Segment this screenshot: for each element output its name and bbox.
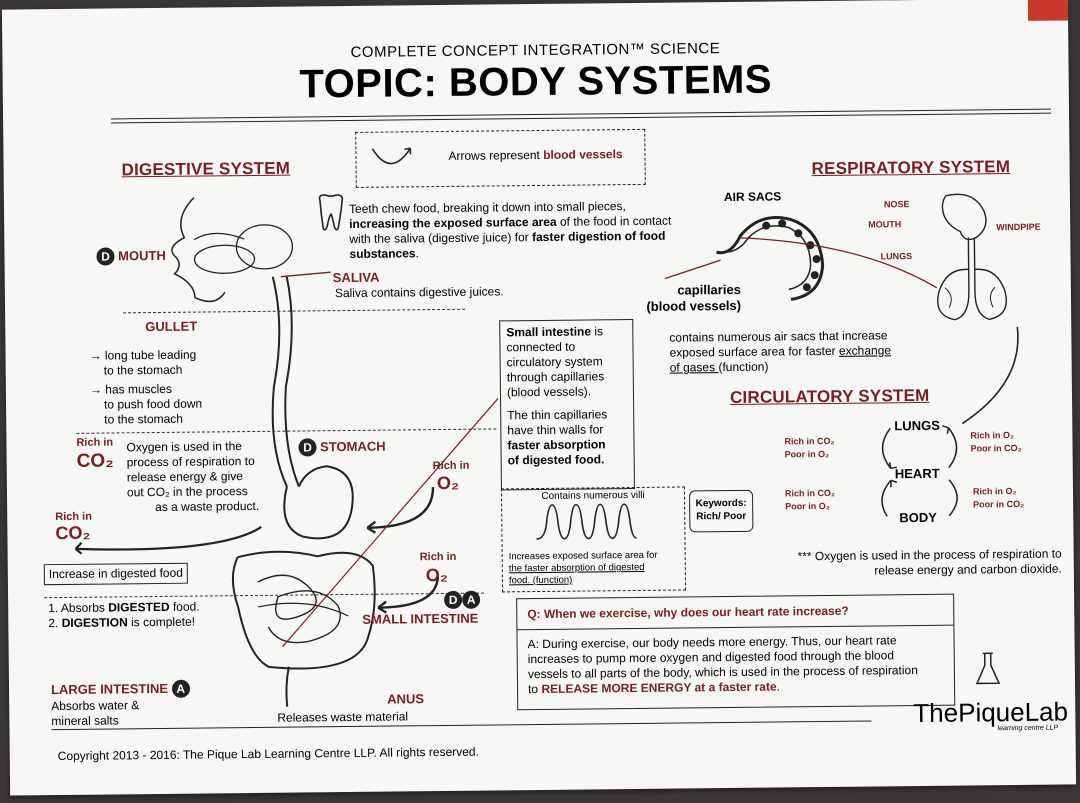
oxygen-note: *** Oxygen is used in the process of res… [797, 546, 1062, 578]
large-intestine-label: LARGE INTESTINE A [51, 679, 190, 699]
gullet-label: GULLET [145, 318, 198, 335]
qa-divider [517, 624, 954, 631]
mouth-label: D MOUTH [96, 247, 166, 266]
o2-arrow-2 [377, 576, 440, 614]
co2-arrow-2 [74, 525, 262, 555]
anus-text: Releases waste material [277, 709, 409, 725]
gullet-points: → long tube leading to the stomach → has… [89, 347, 203, 427]
copyright: Copyright 2013 - 2016: The Pique Lab Lea… [57, 744, 479, 764]
villi-title: Contains numerous villi [541, 489, 645, 502]
qa-box: Q: When we exercise, why does our heart … [516, 593, 956, 711]
qa-question: Q: When we exercise, why does our heart … [527, 603, 849, 622]
air-sacs-label: AIR SACS [723, 189, 782, 205]
respiratory-organs-drawing [937, 193, 1007, 321]
circ-right-bottom-text: Rich in O₂ Poor in CO₂ [972, 486, 1025, 510]
co2-label-1: CO₂ [76, 450, 114, 472]
digestive-system-drawing [171, 197, 376, 707]
capillaries-pointer [664, 259, 721, 280]
villi-text: Increases exposed surface area for the f… [508, 549, 658, 587]
oxygen-respiration-text: Oxygen is used in the process of respira… [126, 439, 260, 515]
respiratory-heading: RESPIRATORY SYSTEM [811, 157, 1011, 179]
small-intestine-absorbs: 1. Absorbs DIGESTED food. 2. DIGESTION i… [48, 599, 200, 631]
circ-left-top-text: Rich in CO₂ Poor in O₂ [784, 435, 835, 460]
tooth-icon [318, 194, 344, 231]
legend-text: Arrows represent blood vessels [448, 147, 623, 163]
villi-wave-icon [536, 503, 637, 540]
circ-left-bottom-text: Rich in CO₂ Poor in O₂ [784, 487, 836, 512]
brand-sub: learning centre LLP [997, 724, 1059, 733]
o2-arrow-1 [366, 487, 435, 534]
rich-in-co2-label-2: Rich in [55, 510, 92, 524]
circulation-arrows [881, 425, 958, 517]
air-sacs-description: contains numerous air sacs that increase… [669, 328, 892, 375]
increase-digested-food-box: Increase in digested food [43, 562, 189, 586]
nose-label: NOSE [883, 199, 910, 210]
red-tab [1027, 0, 1069, 21]
air-sac-drawing [716, 216, 825, 301]
flask-icon [975, 652, 1001, 685]
legend-box: Arrows represent blood vessels [355, 128, 646, 188]
qa-answer: A: During exercise, our body needs more … [527, 633, 918, 697]
teeth-description: Teeth chew food, breaking it down into s… [348, 199, 672, 261]
blood-vessel-arrow-icon [371, 147, 412, 165]
villi-box: Contains numerous villi Increases expose… [500, 486, 687, 593]
lungs-connector [740, 237, 938, 289]
digestive-heading: DIGESTIVE SYSTEM [121, 158, 291, 180]
saliva-label: SALIVA [332, 269, 380, 286]
saliva-text: Saliva contains digestive juices. [334, 284, 504, 301]
saliva-pointer [280, 271, 331, 278]
circulatory-connector [961, 326, 1019, 425]
windpipe-label: WINDPIPE [996, 221, 1041, 233]
circulatory-heading: CIRCULATORY SYSTEM [729, 385, 930, 407]
connector-line [282, 398, 499, 648]
keywords-box: Keywords: Rich/ Poor [688, 489, 754, 533]
resp-mouth-label: MOUTH [868, 219, 902, 230]
circ-right-top-text: Rich in O₂ Poor in CO₂ [970, 430, 1022, 454]
rich-in-co2-label-1: Rich in [76, 436, 114, 449]
large-intestine-text: Absorbs water & mineral salts [51, 698, 140, 729]
small-intestine-box: Small intestine is connected to circulat… [499, 319, 635, 491]
